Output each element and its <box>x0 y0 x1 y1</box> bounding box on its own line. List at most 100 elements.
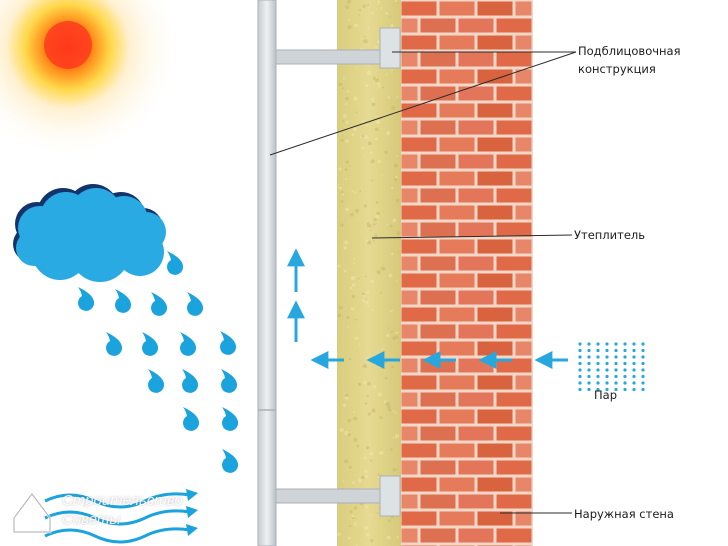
brick <box>420 426 456 441</box>
vapor-dot <box>632 355 636 359</box>
insulation-fiber <box>395 411 397 414</box>
rain-drop <box>180 332 197 356</box>
brick <box>420 222 456 237</box>
insulation-fiber <box>379 450 384 455</box>
brick <box>496 222 532 237</box>
insulation-fiber <box>373 223 376 226</box>
insulation-fiber <box>394 178 398 182</box>
vapor-dot <box>587 342 591 346</box>
brick <box>401 324 418 339</box>
insulation-fiber <box>362 4 366 8</box>
brick <box>401 460 418 475</box>
vapor-dot <box>623 387 627 392</box>
brick <box>439 35 475 50</box>
brick <box>401 443 437 458</box>
insulation-fiber <box>337 313 342 318</box>
insulation-fiber <box>344 178 347 181</box>
insulation-fiber <box>360 475 365 480</box>
insulation-fiber <box>353 257 356 260</box>
brick <box>401 103 437 118</box>
brick <box>458 52 494 67</box>
brick <box>420 290 456 305</box>
brick <box>458 528 494 543</box>
brick <box>496 290 532 305</box>
insulation-fiber <box>366 356 370 360</box>
insulation-fiber <box>339 184 342 187</box>
subcladding-brackets <box>273 27 401 517</box>
insulation-fiber <box>366 70 372 76</box>
vapor-dot <box>596 368 600 372</box>
insulation-fiber <box>370 279 375 284</box>
insulation-fiber <box>341 193 344 196</box>
brick <box>458 324 494 339</box>
insulation-fiber <box>349 286 353 290</box>
insulation-fiber <box>347 418 352 423</box>
brick <box>477 443 513 458</box>
brick <box>439 341 475 356</box>
insulation-fiber <box>358 8 362 12</box>
cladding-label-line1: Подблицовочная <box>578 44 681 58</box>
insulation-fiber <box>366 381 371 386</box>
vapor-dot <box>632 368 636 372</box>
brick <box>420 154 456 169</box>
insulation-fiber <box>391 309 394 312</box>
insulation-fiber <box>359 190 362 193</box>
insulation-fiber <box>365 290 370 295</box>
brick <box>496 18 532 33</box>
brick <box>458 494 494 509</box>
insulation-fiber <box>377 476 380 479</box>
vapor-dot <box>623 342 627 346</box>
insulation-fiber <box>342 87 345 90</box>
insulation-fiber <box>377 392 382 397</box>
insulation-fiber <box>373 384 377 389</box>
brick <box>401 477 437 492</box>
brick <box>458 154 494 169</box>
insulation-fiber <box>370 459 373 462</box>
vapor-dot <box>632 387 636 392</box>
insulation-fiber <box>345 120 349 124</box>
cloud-icon <box>13 184 166 282</box>
leader-lines <box>269 51 577 514</box>
insulation-fiber <box>386 333 390 337</box>
brick <box>401 52 418 67</box>
vapor-dot <box>578 355 582 359</box>
bottom-bracket-arm <box>273 488 385 504</box>
insulation-fiber <box>376 511 379 514</box>
insulation-fiber <box>370 538 374 543</box>
wind-stream <box>44 509 191 526</box>
brick <box>515 205 532 220</box>
brick <box>515 171 532 186</box>
insulation-fiber <box>374 137 378 141</box>
cloud-puff <box>70 222 130 282</box>
insulation-fiber <box>359 135 362 138</box>
brick <box>439 307 475 322</box>
brick <box>458 392 494 407</box>
insulation-fiber <box>391 365 394 369</box>
insulation-fiber <box>339 427 344 433</box>
brick <box>477 171 513 186</box>
brick <box>515 375 532 390</box>
insulation-fiber <box>352 262 355 265</box>
insulation-fiber <box>396 231 401 236</box>
brick <box>477 273 513 288</box>
brick <box>496 460 532 475</box>
brick <box>401 222 418 237</box>
insulation-fiber <box>346 90 350 93</box>
brick <box>401 120 418 135</box>
brick <box>401 341 437 356</box>
insulation-fiber <box>342 480 345 482</box>
vapor-dot <box>641 355 645 359</box>
wind-arrowhead <box>186 489 198 501</box>
insulation-fiber <box>364 299 367 301</box>
insulation-fiber <box>369 514 372 516</box>
insulation-fiber <box>354 318 357 321</box>
insulation-fiber <box>380 347 384 351</box>
insulation-fiber <box>349 524 352 528</box>
insulation-fiber <box>374 127 379 132</box>
insulation-fiber <box>366 446 370 450</box>
vapor-dot <box>605 374 609 379</box>
rain-drop <box>222 407 239 431</box>
insulation-fiber <box>392 410 395 413</box>
brick <box>458 426 494 441</box>
